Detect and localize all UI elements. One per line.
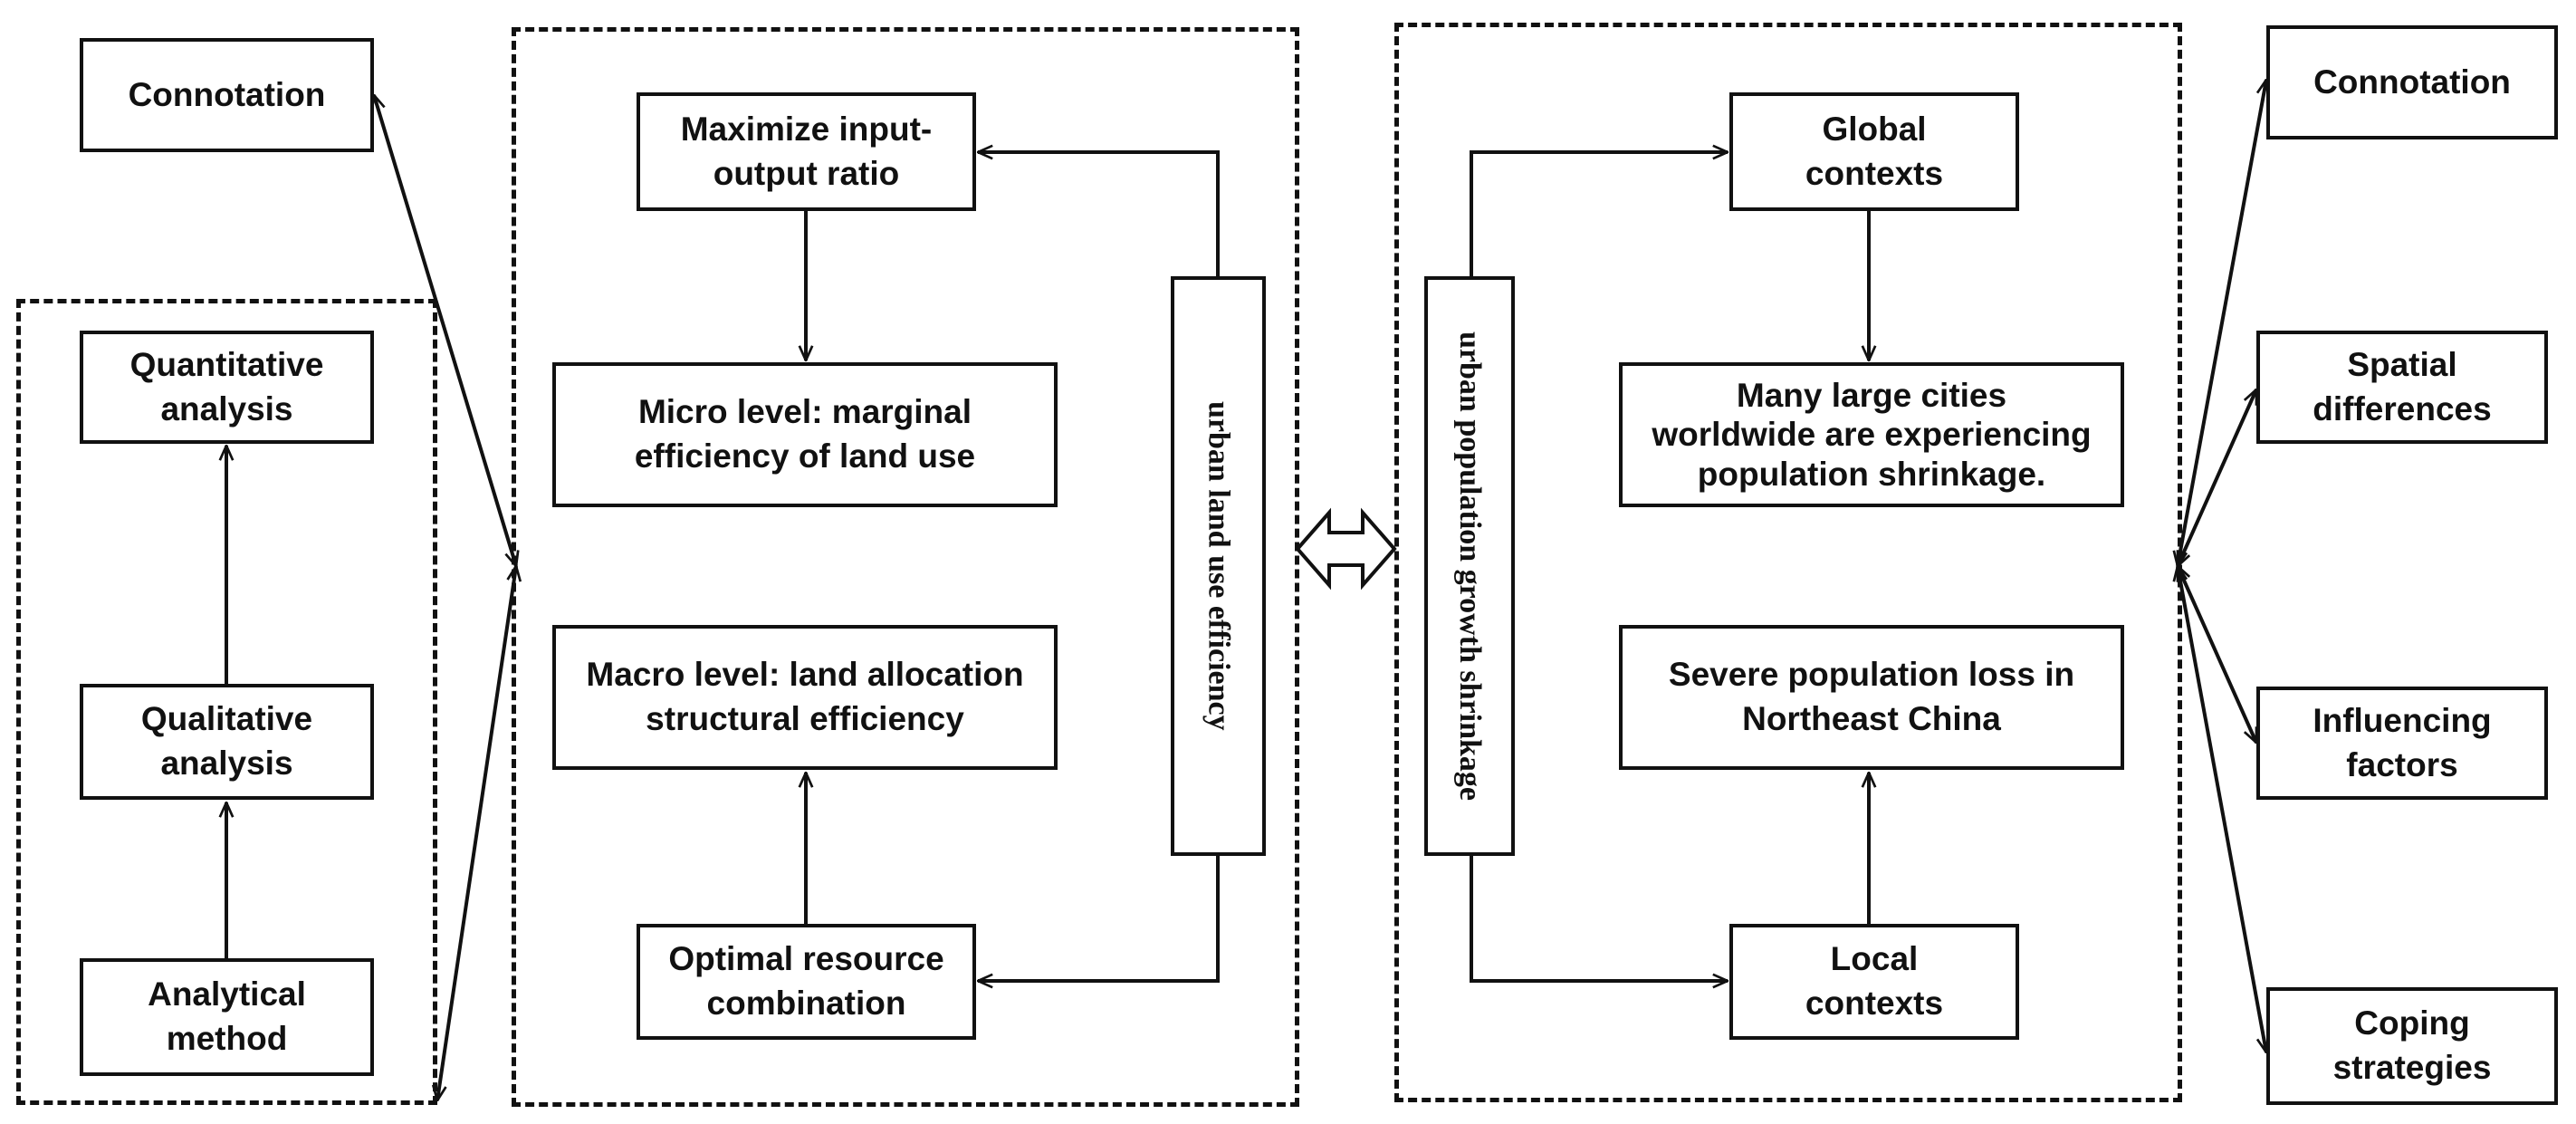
spatial-line-2: differences [2313,389,2492,428]
coping-strategies-box: Coping strategies [2266,987,2558,1105]
analytical-method-box: Analytical method [80,958,374,1076]
arrow-to-connotation-right [2178,80,2266,566]
micro-line-2: efficiency of land use [634,437,976,475]
quantitative-analysis-box: Quantitative analysis [80,331,374,444]
arrow-to-influencing [2176,566,2258,743]
maximize-line-1: Maximize input- [680,110,933,148]
connotation-left-label: Connotation [128,75,326,113]
coping-line-1: Coping [2354,1004,2470,1042]
local-line-2: contexts [1805,985,1944,1022]
maximize-line-2: output ratio [713,154,900,192]
micro-level-box: Micro level: marginal efficiency of land… [552,362,1058,507]
population-shrinkage-label: urban population growth shrinkage [1453,331,1487,802]
land-use-panel-outline [512,27,1299,1107]
macro-line-2: structural efficiency [646,700,964,737]
global-line-1: Global [1822,110,1927,148]
population-panel-outline [1394,23,2182,1102]
influencing-line-2: factors [2346,745,2458,783]
connotation-left-box: Connotation [80,38,374,152]
arrow-shrinkage-to-local [1470,856,1728,981]
severe-line-1: Severe population loss in [1668,656,2075,694]
optimal-resource-box: Optimal resource combination [637,924,976,1040]
method-group-outline [16,299,437,1105]
global-line-2: contexts [1805,154,1944,192]
optimal-line-1: Optimal resource [668,940,944,978]
many-line-3: population shrinkage. [1697,455,2046,493]
arrow-to-spatial [2176,389,2258,566]
many-line-1: Many large cities [1736,376,2007,414]
influencing-factors-box: Influencing factors [2256,687,2548,800]
local-contexts-box: Local contexts [1729,924,2019,1040]
severe-loss-box: Severe population loss in Northeast Chin… [1619,625,2124,770]
macro-level-box: Macro level: land allocation structural … [552,625,1058,770]
land-use-efficiency-bar: urban land use efficiency [1171,276,1266,856]
many-line-2: worldwide are experiencing [1652,416,2092,454]
qualitative-analysis-box: Qualitative analysis [80,684,374,800]
analytical-line-2: method [166,1020,288,1057]
land-use-efficiency-label: urban land use efficiency [1202,401,1236,731]
optimal-line-2: combination [706,985,906,1022]
coping-line-2: strategies [2332,1049,2492,1086]
arrow-efficiency-to-optimal [978,856,1220,981]
connotation-right-label: Connotation [2313,62,2511,101]
qualitative-line-1: Qualitative [140,700,313,738]
spatial-differences-box: Spatial differences [2256,331,2548,444]
arrow-shrinkage-to-global [1470,152,1728,276]
influencing-line-1: Influencing [2313,701,2492,739]
severe-line-2: Northeast China [1742,700,2001,737]
double-arrow-icon [1295,507,1397,591]
quantitative-line-1: Quantitative [129,345,324,383]
many-cities-box: Many large cities worldwide are experien… [1619,362,2124,507]
global-contexts-box: Global contexts [1729,92,2019,211]
macro-line-1: Macro level: land allocation [586,656,1024,694]
qualitative-line-2: analysis [160,745,293,782]
arrow-method-group [437,566,516,1100]
arrow-efficiency-to-maximize [978,152,1220,276]
connotation-right-box: Connotation [2266,25,2558,139]
arrow-connotation-left [374,95,516,566]
analytical-line-1: Analytical [148,975,306,1014]
quantitative-line-2: analysis [160,389,293,428]
micro-line-1: Micro level: marginal [637,393,972,431]
local-line-1: Local [1830,940,1919,978]
spatial-line-1: Spatial [2347,345,2457,383]
arrow-to-coping [2178,566,2266,1052]
maximize-ratio-box: Maximize input- output ratio [637,92,976,211]
population-shrinkage-bar: urban population growth shrinkage [1424,276,1515,856]
